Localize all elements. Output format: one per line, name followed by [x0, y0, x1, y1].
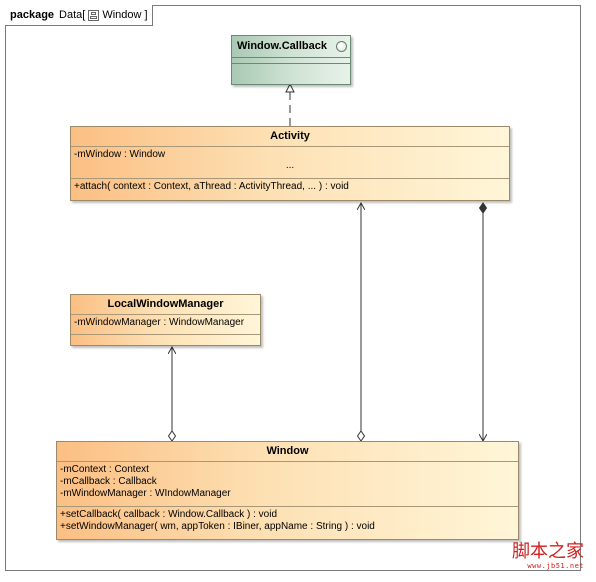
watermark: 脚本之家 www.jb51.net	[512, 541, 584, 571]
operation: +attach( context : Context, aThread : Ac…	[74, 181, 349, 192]
package-name: Data[	[59, 8, 86, 21]
class-name: Window	[57, 442, 518, 462]
ellipsis: ...	[285, 160, 295, 171]
class-diagram-icon	[88, 9, 100, 21]
attribute: -mCallback : Callback	[60, 476, 157, 487]
watermark-url: www.jb51.net	[527, 562, 584, 570]
attributes-compartment: -mWindow : Window ...	[71, 147, 509, 179]
diagram-name: Window	[102, 8, 142, 21]
operations-compartment: +setCallback( callback : Window.Callback…	[57, 507, 518, 535]
attribute: -mWindowManager : WindowManager	[74, 317, 245, 328]
package-tab-close: ]	[144, 8, 148, 21]
attribute: -mWindowManager : WIndowManager	[60, 488, 231, 499]
class-window-callback[interactable]: Window.Callback	[231, 35, 351, 85]
attributes-compartment: -mWindowManager : WindowManager	[71, 315, 260, 335]
watermark-logo: 脚本之家	[512, 541, 584, 562]
package-keyword: package	[10, 8, 55, 21]
class-local-window-manager[interactable]: LocalWindowManager -mWindowManager : Win…	[70, 294, 261, 346]
package-tab: package Data[ Window ]	[5, 5, 153, 26]
class-name: Window.Callback	[232, 36, 350, 58]
class-activity[interactable]: Activity -mWindow : Window ... +attach( …	[70, 126, 510, 201]
composition-diamond	[478, 202, 488, 214]
class-name: LocalWindowManager	[71, 295, 260, 315]
operations-compartment: +attach( context : Context, aThread : Ac…	[71, 179, 509, 195]
package-frame	[5, 5, 581, 571]
interface-icon	[336, 41, 347, 52]
attribute: -mWindow : Window	[74, 149, 166, 160]
class-window[interactable]: Window -mContext : Context -mCallback : …	[56, 441, 519, 540]
attributes-compartment: -mContext : Context -mCallback : Callbac…	[57, 462, 518, 507]
operation: +setWindowManager( wm, appToken : IBiner…	[60, 521, 375, 532]
operations-compartment	[71, 335, 260, 344]
aggregation-diamond-activity	[356, 430, 366, 442]
aggregation-diamond-lwm	[167, 430, 177, 442]
attribute: -mContext : Context	[60, 464, 149, 475]
realization-arrowhead	[285, 82, 295, 93]
class-name: Activity	[71, 127, 509, 147]
operation: +setCallback( callback : Window.Callback…	[60, 509, 278, 520]
attributes-compartment	[232, 58, 350, 64]
